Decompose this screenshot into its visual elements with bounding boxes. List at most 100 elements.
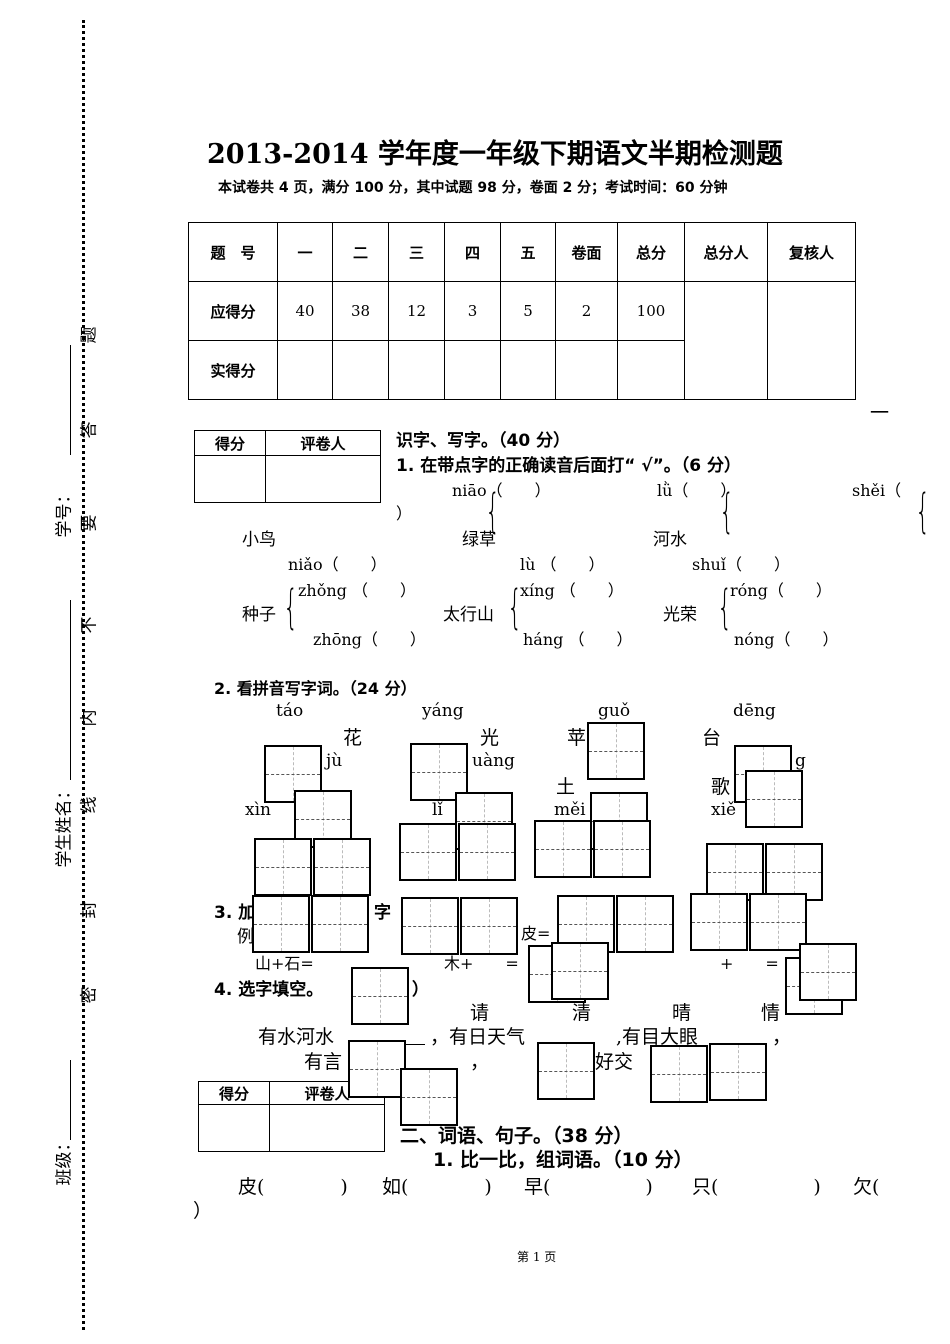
- id-underline: [70, 345, 71, 455]
- expected-cell: 5: [500, 281, 556, 341]
- actual-cell[interactable]: [388, 340, 445, 400]
- writing-grid-box[interactable]: [399, 823, 457, 881]
- score-cell[interactable]: [194, 455, 266, 503]
- seal-char: 不: [79, 616, 100, 634]
- fill-text: ，有日天气: [430, 1026, 526, 1048]
- writing-grid-box[interactable]: [401, 897, 459, 955]
- score-cell[interactable]: [198, 1104, 270, 1152]
- actual-cell[interactable]: [332, 340, 389, 400]
- writing-grid-box[interactable]: [749, 893, 807, 951]
- writing-grid-box[interactable]: [587, 722, 645, 780]
- writing-grid-box[interactable]: [537, 1042, 595, 1100]
- writing-grid-box[interactable]: [709, 1043, 767, 1101]
- compare-item[interactable]: 早( ): [524, 1176, 653, 1198]
- writing-grid-box[interactable]: [799, 943, 857, 1001]
- pinyin-option[interactable]: niǎo（ ）: [288, 555, 387, 574]
- seal-char: 答: [79, 421, 100, 439]
- writing-grid-box[interactable]: [551, 942, 609, 1000]
- pinyin-option[interactable]: háng （ ）: [523, 630, 633, 649]
- brace-icon: {: [485, 484, 500, 538]
- q3-title: 3. 加: [214, 903, 256, 923]
- writing-grid-box[interactable]: [745, 770, 803, 828]
- actual-cell[interactable]: [444, 340, 501, 400]
- paren: ）: [193, 1200, 213, 1222]
- header-cell: 复核人: [767, 222, 856, 282]
- class-label: 班级：: [54, 1134, 75, 1186]
- pinyin-option[interactable]: zhōng（ ）: [313, 630, 426, 649]
- class-underline: [70, 1060, 71, 1140]
- actual-cell[interactable]: [555, 340, 618, 400]
- q2-title: 2. 看拼音写字词。（24 分）: [214, 679, 417, 698]
- brace-icon: {: [717, 580, 732, 634]
- writing-grid-box[interactable]: [254, 838, 312, 896]
- pinyin: uàng: [472, 751, 515, 771]
- grader-cell[interactable]: [269, 1104, 385, 1152]
- q3-title-tail: 字: [374, 903, 391, 923]
- compare-item[interactable]: 欠(: [853, 1176, 880, 1198]
- name-underline: [70, 600, 71, 780]
- pinyin: yáng: [422, 701, 464, 721]
- seal-char: 线: [79, 796, 100, 814]
- equation: + =: [720, 954, 779, 973]
- writing-grid-box[interactable]: [690, 893, 748, 951]
- q1-title: 1. 在带点字的正确读音后面打“ √”。（6 分）: [396, 456, 742, 476]
- paren: ）: [396, 504, 413, 523]
- scorer-cell[interactable]: [684, 281, 768, 400]
- writing-grid-box[interactable]: [458, 823, 516, 881]
- char: 台: [702, 727, 722, 749]
- pinyin-option[interactable]: xíng （ ）: [520, 581, 624, 600]
- grader-cell[interactable]: [265, 455, 381, 503]
- compare-item[interactable]: 只( ): [692, 1176, 821, 1198]
- score-label: 得分: [198, 1081, 270, 1105]
- pinyin-option[interactable]: shěi（: [852, 481, 902, 500]
- writing-grid-box[interactable]: [400, 1068, 458, 1126]
- writing-grid-box[interactable]: [351, 967, 409, 1025]
- writing-grid-box[interactable]: [593, 820, 651, 878]
- writing-grid-box[interactable]: [534, 820, 592, 878]
- section1-title: 识字、写字。（40 分）: [396, 431, 571, 451]
- writing-grid-box[interactable]: [252, 895, 310, 953]
- pinyin-option[interactable]: niāo（ ）: [452, 481, 551, 500]
- pinyin-option[interactable]: lù （ ）: [520, 555, 605, 574]
- page-subtitle: 本试卷共 4 页，满分 100 分，其中试题 98 分，卷面 2 分；考试时间：…: [218, 180, 728, 196]
- expected-cell: 38: [332, 281, 389, 341]
- pinyin-option[interactable]: lǜ（ ）: [657, 481, 737, 500]
- header-cell: 题 号: [188, 222, 278, 282]
- brace-icon: {: [719, 484, 734, 538]
- actual-cell[interactable]: [617, 340, 685, 400]
- fill-text: ，: [772, 1026, 792, 1048]
- grader-box-1: 得分评卷人: [194, 430, 381, 503]
- grader-box-2: 得分评卷人: [198, 1081, 385, 1152]
- header-cell: 三: [388, 222, 445, 282]
- header-cell: 总分人: [684, 222, 768, 282]
- writing-grid-box[interactable]: [765, 843, 823, 901]
- compare-item[interactable]: 皮( ): [238, 1176, 348, 1198]
- actual-cell[interactable]: [500, 340, 556, 400]
- pinyin: xiě: [711, 800, 737, 820]
- expected-cell: 12: [388, 281, 445, 341]
- actual-cell[interactable]: [277, 340, 333, 400]
- writing-grid-box[interactable]: [616, 895, 674, 953]
- fill-text: 好交: [595, 1051, 634, 1073]
- reviewer-cell[interactable]: [767, 281, 856, 400]
- writing-grid-box[interactable]: [313, 838, 371, 896]
- writing-grid-box[interactable]: [348, 1040, 406, 1098]
- pinyin: lǐ: [432, 800, 443, 820]
- writing-grid-box[interactable]: [311, 895, 369, 953]
- pinyin: guǒ: [598, 701, 631, 721]
- header-cell: 一: [277, 222, 333, 282]
- writing-grid-box[interactable]: [650, 1045, 708, 1103]
- pinyin-option[interactable]: shuǐ（ ）: [692, 555, 790, 574]
- writing-grid-box[interactable]: [460, 897, 518, 955]
- word: 小鸟: [242, 530, 276, 550]
- fill-text: ,有目大眼: [616, 1026, 699, 1048]
- writing-grid-box[interactable]: [410, 743, 468, 801]
- word: 绿草: [462, 530, 496, 550]
- compare-item[interactable]: 如( ): [382, 1176, 492, 1198]
- header-cell: 二: [332, 222, 389, 282]
- pinyin-option[interactable]: róng（ ）: [730, 581, 832, 600]
- option-char: 请: [470, 1002, 490, 1024]
- pinyin-option[interactable]: nóng（ ）: [734, 630, 839, 649]
- pinyin-option[interactable]: zhǒng （ ）: [298, 581, 417, 600]
